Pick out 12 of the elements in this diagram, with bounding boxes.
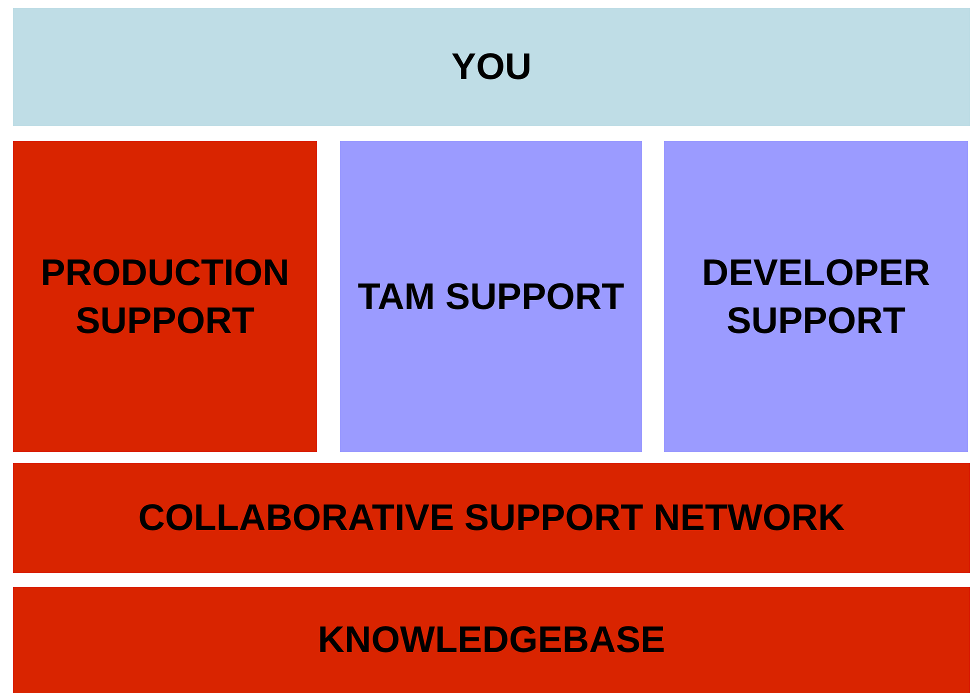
block-label: KNOWLEDGEBASE xyxy=(318,618,666,662)
block xyxy=(13,8,970,126)
block-label: COLLABORATIVE SUPPORT NETWORK xyxy=(138,496,845,540)
block xyxy=(13,141,317,452)
block xyxy=(340,141,642,452)
block-label: YOU xyxy=(451,45,532,89)
block-label: DEVELOPER SUPPORT xyxy=(700,250,932,342)
block-label: PRODUCTION SUPPORT xyxy=(40,250,290,342)
block xyxy=(664,141,968,452)
block-label: TAM SUPPORT xyxy=(358,274,624,318)
block xyxy=(13,463,970,573)
block xyxy=(13,587,970,693)
